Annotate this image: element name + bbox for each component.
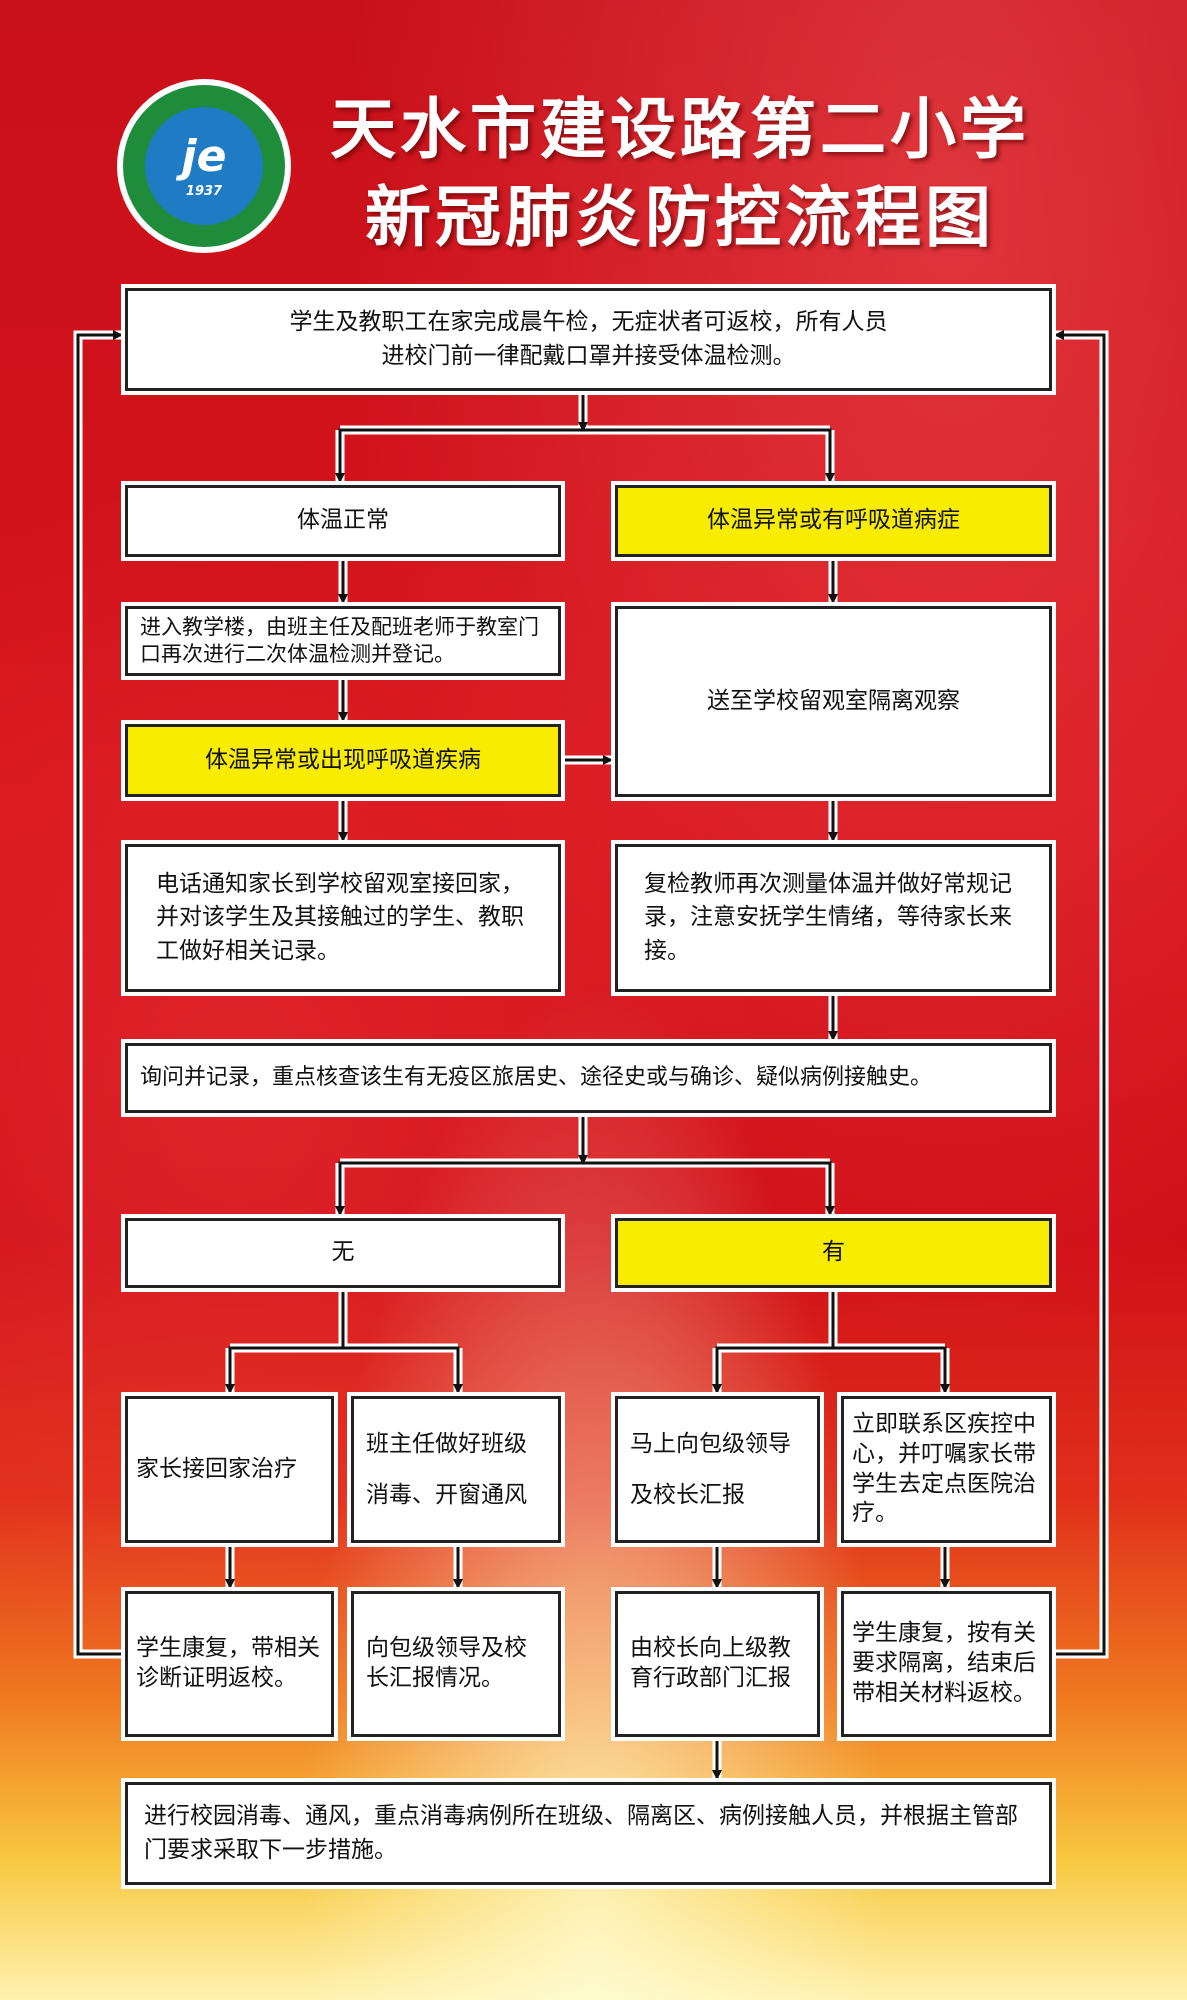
cdc-box: 立即联系区疾控中心，并叮嘱家长带学生去定点医院治疗。 — [837, 1392, 1056, 1547]
final-box: 进行校园消毒、通风，重点消毒病例所在班级、隔离区、病例接触人员，并根据主管部门要… — [121, 1778, 1056, 1889]
no-box: 无 — [121, 1214, 565, 1292]
enter-box: 进入教学楼，由班主任及配班老师于教室门口再次进行二次体温检测并登记。 — [121, 602, 565, 680]
home-box: 家长接回家治疗 — [121, 1392, 338, 1547]
isolate-box: 送至学校留观室隔离观察 — [611, 602, 1056, 801]
start-box: 学生及教职工在家完成晨午检，无症状者可返校，所有人员进校门前一律配戴口罩并接受体… — [121, 284, 1056, 395]
return2-box: 学生康复，按有关要求隔离，结束后带相关材料返校。 — [837, 1587, 1056, 1741]
yes-box: 有 — [611, 1214, 1056, 1292]
recheck-box: 复检教师再次测量体温并做好常规记录，注意安抚学生情绪，等待家长来接。 — [611, 840, 1056, 996]
report3-box: 由校长向上级教育行政部门汇报 — [611, 1587, 824, 1741]
abnormal2-box: 体温异常或出现呼吸道疾病 — [121, 720, 565, 801]
title-line2: 新冠肺炎防控流程图 — [365, 179, 995, 256]
notify-box: 电话通知家长到学校留观室接回家，并对该学生及其接触过的学生、教职工做好相关记录。 — [121, 840, 565, 996]
school-logo: je 1937 — [117, 79, 291, 253]
report-box: 马上向包级领导及校长汇报 — [611, 1392, 824, 1547]
disinfect-box: 班主任做好班级消毒、开窗通风 — [347, 1392, 565, 1547]
report2-box: 向包级领导及校长汇报情况。 — [347, 1587, 565, 1741]
normal-box: 体温正常 — [121, 481, 565, 561]
return1-box: 学生康复，带相关诊断证明返校。 — [121, 1587, 338, 1741]
title-line1: 天水市建设路第二小学 — [330, 91, 1030, 168]
inquire-box: 询问并记录，重点核查该生有无疫区旅居史、途径史或与确诊、疑似病例接触史。 — [121, 1039, 1056, 1117]
abnormal-box: 体温异常或有呼吸道病症 — [611, 481, 1056, 561]
